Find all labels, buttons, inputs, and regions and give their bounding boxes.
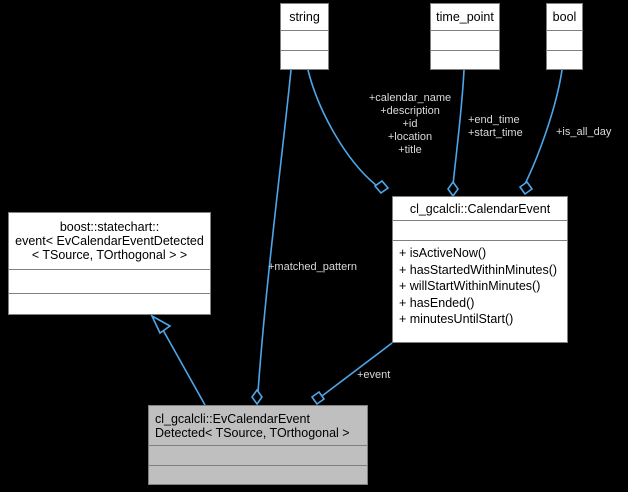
edge-label-string-evdetected: +matched_pattern [268, 261, 357, 273]
class-operations-bool [547, 51, 582, 69]
class-node-boost-statechart-event[interactable]: boost::statechart:: event< EvCalendarEve… [8, 212, 211, 315]
operation-is-active-now: + isActiveNow() [399, 246, 487, 260]
class-title-time-point: time_point [436, 10, 494, 24]
edge-label-bool-calendarevent: +is_all_day [556, 126, 612, 138]
edge-calendarevent-to-evdetected [321, 342, 393, 397]
operation-has-ended: + hasEnded() [399, 295, 475, 310]
class-operations-calendar-event: + isActiveNow() + hasStartedWithinMinute… [393, 241, 567, 342]
class-title-bool: bool [552, 10, 577, 24]
class-operations-string [281, 51, 328, 69]
edge-evdetected-inherits-boostevent [162, 329, 206, 406]
aggregation-diamond-timepoint-calendarevent [447, 180, 459, 198]
class-operations-boost-statechart-event [9, 294, 210, 314]
edge-label-string-calendarevent: +calendar_name +description +id +locatio… [368, 92, 452, 156]
class-node-calendar-event[interactable]: cl_gcalcli::CalendarEvent + isActiveNow(… [392, 196, 568, 343]
class-node-string[interactable]: string [280, 3, 329, 70]
class-operations-ev-calendar-event-detected [149, 466, 367, 484]
class-title-calendar-event: cl_gcalcli::CalendarEvent [409, 201, 551, 216]
aggregation-diamond-bool-calendarevent [518, 180, 534, 196]
operation-will-start-within-minutes: + willStartWithinMinutes() [399, 279, 541, 293]
aggregation-diamond-calendarevent-evdetected [310, 390, 326, 406]
edge-bool-to-calendarevent [523, 69, 563, 187]
class-operations-time-point [431, 51, 499, 69]
aggregation-diamond-string-calendarevent [373, 179, 390, 195]
class-node-bool[interactable]: bool [546, 3, 583, 70]
edge-label-timepoint-calendarevent: +end_time +start_time [468, 114, 523, 139]
class-title-boost-statechart-event: boost::statechart:: event< EvCalendarEve… [15, 220, 204, 262]
edge-timepoint-to-calendarevent [452, 69, 465, 186]
operation-minutes-until-start: + minutesUntilStart() [399, 312, 514, 326]
inheritance-arrowhead-boost-event [150, 314, 172, 335]
edge-string-to-evdetected [257, 69, 292, 393]
class-node-time-point[interactable]: time_point [430, 3, 500, 70]
class-title-string: string [289, 10, 320, 24]
class-node-ev-calendar-event-detected[interactable]: cl_gcalcli::EvCalendarEvent Detected< TS… [148, 405, 368, 485]
aggregation-diamond-string-evdetected [251, 388, 263, 406]
edge-label-calendarevent-evdetected: +event [357, 369, 391, 381]
edge-string-to-calendarevent [307, 69, 378, 187]
operation-has-started-within-minutes: + hasStartedWithinMinutes() [399, 262, 558, 277]
class-title-ev-calendar-event-detected: cl_gcalcli::EvCalendarEvent Detected< TS… [155, 411, 350, 440]
